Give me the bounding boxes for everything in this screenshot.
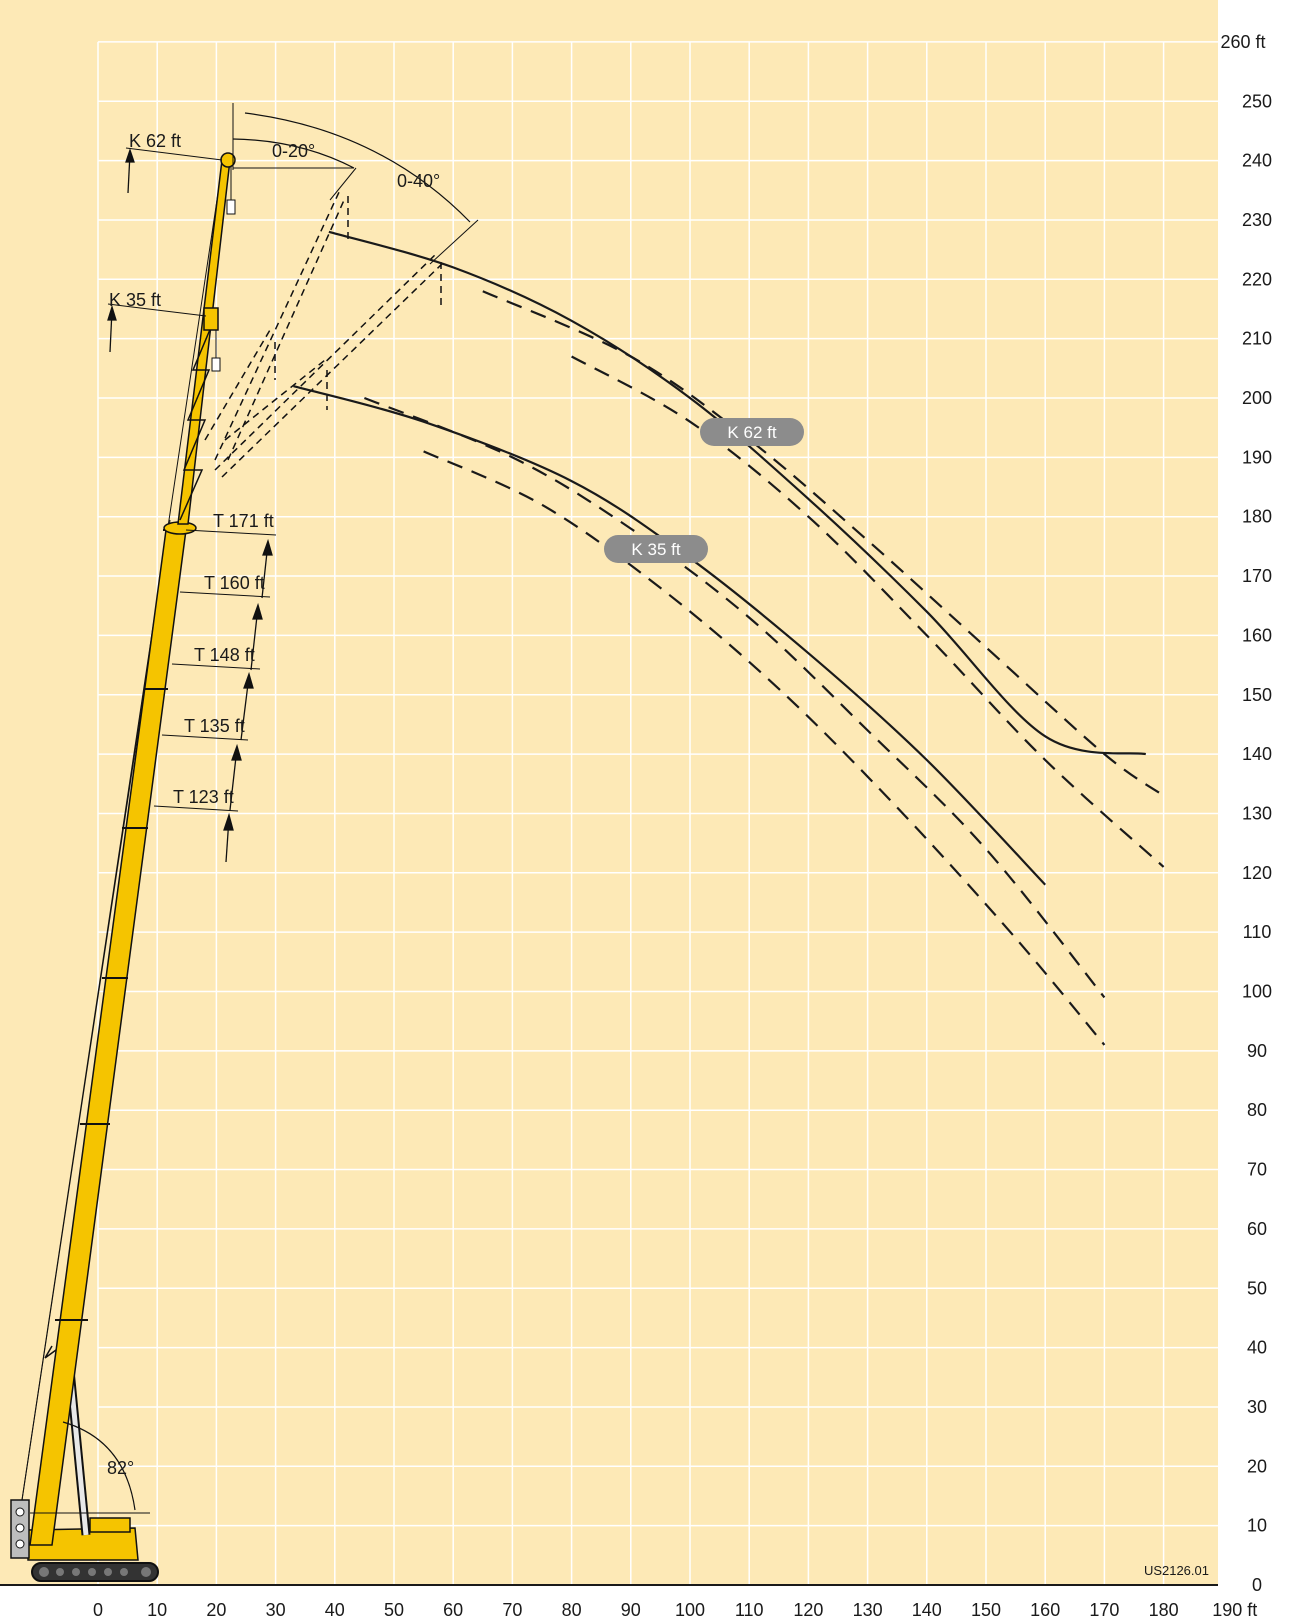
k35-connector	[203, 307, 219, 331]
y-tick-label: 90	[1247, 1041, 1267, 1061]
label-t123: T 123 ft	[173, 787, 234, 807]
hook-block	[226, 199, 236, 215]
x-tick-label: 10	[147, 1600, 167, 1620]
y-tick-label: 240	[1242, 151, 1272, 171]
y-tick-label: 130	[1242, 803, 1272, 823]
y-tick-label: 140	[1242, 744, 1272, 764]
x-tick-label: 50	[384, 1600, 404, 1620]
crane-illustration	[10, 103, 479, 1582]
y-tick-label: 190	[1242, 447, 1272, 467]
drawing-code: US2126.01	[1144, 1563, 1209, 1578]
x-tick-label: 140	[912, 1600, 942, 1620]
label-t148: T 148 ft	[194, 645, 255, 665]
y-tick-label: 220	[1242, 269, 1272, 289]
x-tick-label: 80	[562, 1600, 582, 1620]
angle-arc-82	[62, 1421, 136, 1511]
x-axis-ticks: 0 10 20 30 40 50 60 70 80 90 100 110 120 130 140 150 160…	[93, 1600, 1257, 1620]
offset-jib-positions	[204, 189, 445, 478]
x-tick-label: 90	[621, 1600, 641, 1620]
x-tick-label: 150	[971, 1600, 1001, 1620]
y-tick-label: 70	[1247, 1160, 1267, 1180]
y-tick-label: 10	[1247, 1516, 1267, 1536]
y-tick-label: 40	[1247, 1338, 1267, 1358]
y-tick-label: 170	[1242, 566, 1272, 586]
x-tick-label: 60	[443, 1600, 463, 1620]
x-tick-label: 160	[1030, 1600, 1060, 1620]
label-k35-left: K 35 ft	[109, 290, 161, 310]
x-tick-label: 190 ft	[1212, 1600, 1257, 1620]
x-tick-label: 120	[793, 1600, 823, 1620]
angle-arc-20	[232, 138, 355, 169]
pill-k62	[700, 418, 804, 446]
y-tick-label: 210	[1242, 329, 1272, 349]
jib-lattice-pattern	[179, 319, 215, 521]
y-tick-label: 30	[1247, 1397, 1267, 1417]
range-curve-solid	[328, 230, 1146, 756]
x-tick-label: 30	[266, 1600, 286, 1620]
pill-k35	[604, 535, 708, 563]
x-tick-label: 100	[675, 1600, 705, 1620]
label-t135: T 135 ft	[184, 716, 245, 736]
y-axis-ticks: 0 10 20 30 40 50 60 70 80 90 100 110 120 130 140 150 160…	[1220, 32, 1272, 1595]
y-tick-label: 150	[1242, 685, 1272, 705]
x-tick-label: 180	[1149, 1600, 1179, 1620]
y-tick-label: 50	[1247, 1278, 1267, 1298]
y-tick-label: 110	[1243, 922, 1272, 942]
label-t171: T 171 ft	[213, 511, 274, 531]
x-tick-label: 130	[853, 1600, 883, 1620]
y-tick-label: 0	[1252, 1575, 1262, 1595]
y-tick-label: 60	[1247, 1219, 1267, 1239]
grid-lines	[97, 41, 1224, 1586]
label-angle-40: 0-40°	[397, 171, 440, 191]
range-curve-dashed	[423, 450, 1106, 1046]
y-tick-label: 200	[1242, 388, 1272, 408]
y-tick-label: 80	[1247, 1100, 1267, 1120]
cab	[89, 1517, 131, 1533]
extension-arrows	[107, 147, 273, 863]
track-wheels	[39, 1567, 151, 1577]
range-curve-dashed	[482, 290, 1165, 797]
x-tick-label: 110	[735, 1600, 764, 1620]
angle-arc-40	[244, 112, 471, 223]
x-tick-label: 20	[206, 1600, 226, 1620]
y-tick-label: 180	[1242, 507, 1272, 527]
y-tick-label: 250	[1242, 91, 1272, 111]
y-tick-label: 100	[1242, 982, 1272, 1002]
y-tick-label: 20	[1247, 1456, 1267, 1476]
range-curve-dashed	[363, 396, 1106, 999]
label-angle-82: 82°	[107, 1458, 134, 1478]
x-tick-label: 40	[325, 1600, 345, 1620]
x-tick-label: 70	[502, 1600, 522, 1620]
y-tick-label: 160	[1242, 625, 1272, 645]
text-labels: K 62 ft K 35 ft 0-20° 0-40° 82° T 171 ft…	[107, 131, 1209, 1578]
label-k62-left: K 62 ft	[129, 131, 181, 151]
y-tick-label: 120	[1242, 863, 1272, 883]
label-t160: T 160 ft	[204, 573, 265, 593]
label-angle-20: 0-20°	[272, 141, 315, 161]
pill-k62-text: K 62 ft	[727, 423, 776, 442]
x-tick-label: 0	[93, 1600, 103, 1620]
x-tick-label: 170	[1089, 1600, 1119, 1620]
plot-background	[0, 0, 1218, 1585]
pill-k35-text: K 35 ft	[631, 540, 680, 559]
y-tick-label: 260 ft	[1220, 32, 1265, 52]
y-tick-label: 230	[1242, 210, 1272, 230]
